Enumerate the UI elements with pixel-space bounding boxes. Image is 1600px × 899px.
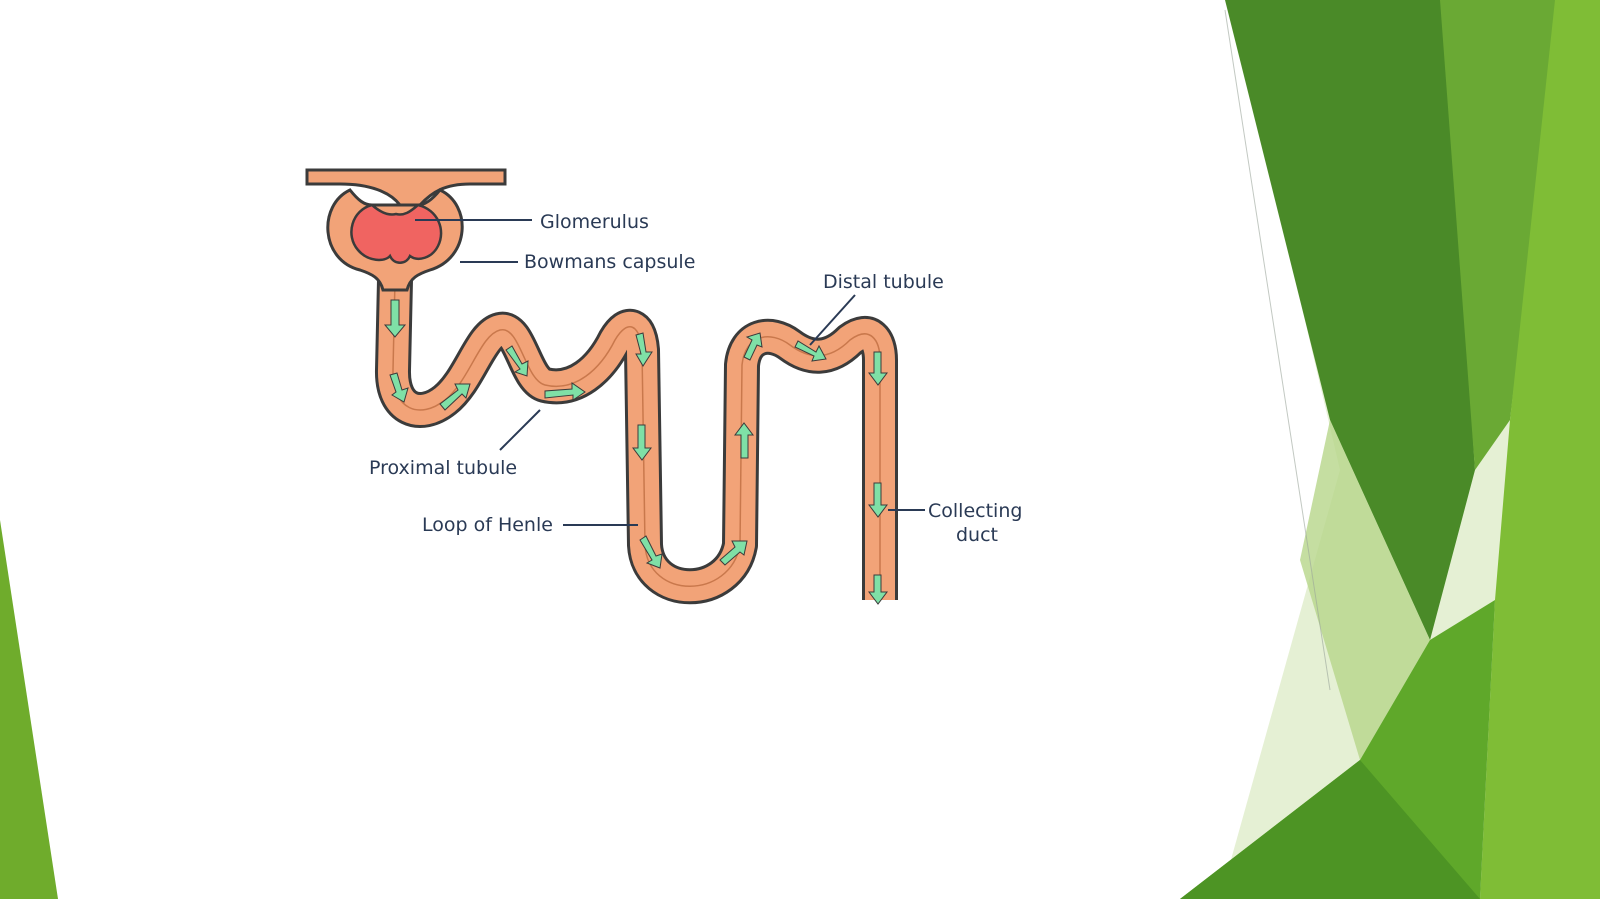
- arrow-up-icon: [743, 332, 763, 361]
- flow-arrows: [383, 299, 888, 605]
- arrow-down-icon: [868, 482, 888, 518]
- arrow-up-icon: [734, 422, 754, 459]
- arrow-down-icon: [639, 535, 663, 569]
- right-thin-line: [1224, 9, 1331, 691]
- label-loop-of-henle: Loop of Henle: [422, 514, 553, 536]
- label-proximal-tubule: Proximal tubule: [369, 457, 517, 479]
- label-distal-tubule: Distal tubule: [823, 271, 944, 293]
- right-light-facet: [1300, 420, 1430, 760]
- arrow-right-icon: [544, 382, 586, 401]
- glomerulus-shape: [350, 203, 443, 264]
- arrow-up-icon: [719, 540, 748, 566]
- label-collecting-duct-1: Collecting: [928, 500, 1022, 522]
- arrow-right-icon: [794, 340, 827, 362]
- arrow-down-icon: [383, 299, 407, 338]
- arrow-down-icon: [868, 574, 888, 605]
- tubule: [375, 279, 898, 605]
- right-dark-facet: [1225, 0, 1475, 640]
- right-bright-facet: [1480, 0, 1600, 899]
- left-green-shape: [0, 520, 58, 899]
- label-glomerulus: Glomerulus: [540, 211, 649, 233]
- leader-lines: [415, 219, 925, 526]
- arrow-up-icon: [439, 383, 471, 411]
- proximal-leader: [499, 409, 541, 451]
- label-collecting-duct-2: duct: [956, 524, 998, 546]
- arrow-down-icon: [632, 424, 652, 461]
- right-lower-facet: [1180, 600, 1495, 899]
- distal-leader: [809, 294, 856, 346]
- right-bottom-dark-facet: [1180, 760, 1480, 899]
- arrow-down-icon: [389, 372, 409, 403]
- label-bowmans-capsule: Bowmans capsule: [524, 251, 695, 273]
- right-mid-facet: [1440, 0, 1560, 470]
- bowmans-capsule-shape: [326, 188, 464, 292]
- arrow-down-icon: [635, 332, 653, 367]
- arrow-down-icon: [868, 351, 888, 386]
- arrow-down-icon: [505, 345, 529, 377]
